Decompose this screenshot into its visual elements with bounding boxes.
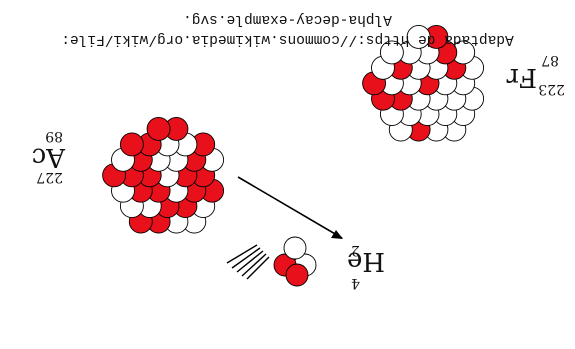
motion-lines	[226, 244, 270, 280]
daughter-atomic-number: 87	[541, 52, 559, 68]
parent-nucleus	[102, 116, 225, 234]
daughter-nucleus	[362, 24, 485, 142]
decay-arrow	[237, 176, 343, 239]
proton	[285, 263, 309, 287]
caption-line-2: Alpha-decay-example.svg.	[183, 11, 392, 27]
alpha-mass-number: 4	[351, 275, 360, 291]
parent-atomic-number: 89	[45, 128, 63, 144]
neutron	[406, 24, 431, 49]
parent-mass-number: 227	[36, 169, 63, 185]
daughter-symbol: Fr	[506, 62, 537, 92]
alpha-atomic-number: 2	[351, 242, 360, 258]
neutron	[283, 236, 307, 260]
neutron	[379, 40, 404, 65]
alpha-symbol: He	[347, 246, 385, 276]
proton	[119, 132, 144, 157]
proton	[146, 116, 171, 141]
parent-symbol: Ac	[32, 142, 66, 172]
alpha-particle	[273, 236, 317, 287]
caption-line-1: Adaptada de https://commons.wikimedia.or…	[61, 31, 514, 47]
daughter-mass-number: 223	[538, 81, 565, 97]
